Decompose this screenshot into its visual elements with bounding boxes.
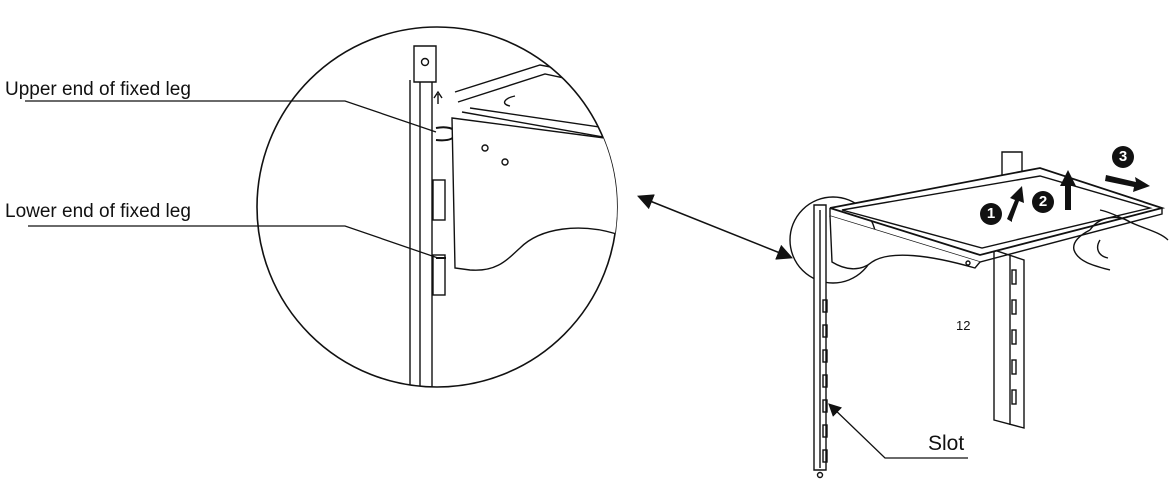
step-1-badge: 1 — [980, 203, 1002, 225]
zoom-connector-arrow — [637, 194, 793, 260]
label-leaders — [25, 100, 439, 259]
motion-arrows — [1007, 170, 1150, 222]
slot-leader — [828, 403, 968, 459]
right-upright-slots — [1011, 269, 1017, 405]
shelf-assembly — [789, 151, 1169, 479]
step-3-badge: 3 — [1112, 146, 1134, 168]
lower-end-label: Lower end of fixed leg — [5, 201, 191, 222]
upper-end-label: Upper end of fixed leg — [5, 79, 191, 100]
step-2-badge: 2 — [1032, 191, 1054, 213]
part-number-label: 12 — [956, 318, 971, 333]
slot-label: Slot — [928, 432, 965, 455]
left-upright-slots — [822, 299, 828, 463]
zoom-detail-circle — [256, 26, 618, 388]
hand-drawing — [1073, 209, 1169, 271]
